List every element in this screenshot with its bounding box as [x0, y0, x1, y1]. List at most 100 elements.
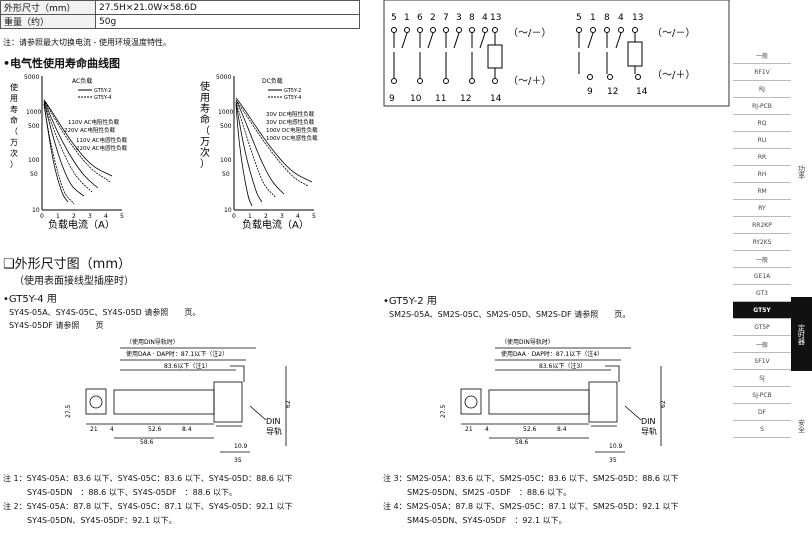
ytick: 500: [28, 123, 40, 130]
source-label: DC负载: [262, 77, 283, 85]
body-view: [113, 389, 215, 415]
side-width: 35: [609, 457, 617, 464]
sidebar-item[interactable]: 一般: [733, 47, 791, 64]
sidebar-item[interactable]: SJ: [733, 370, 791, 387]
sidebar-item[interactable]: RY: [733, 200, 791, 217]
sidebar-item[interactable]: RM: [733, 183, 791, 200]
svg-text:4: 4: [618, 13, 624, 23]
notes-right: 注 3：SM2S-05A：83.6 以下、SM2S-05C：83.6 以下、SM…: [383, 472, 679, 528]
svg-text:12: 12: [460, 94, 471, 104]
svg-text:3: 3: [456, 13, 462, 23]
ytick: 50: [222, 171, 230, 178]
life-heading: •电气性使用寿命曲线图: [3, 57, 121, 70]
ytick: 500: [220, 123, 232, 130]
dims-left-line2: SY4S-05DF 请参照 页: [9, 321, 104, 330]
svg-text:10: 10: [410, 94, 422, 104]
front-view: [85, 388, 107, 415]
wiring-right: 5 1 8 4 13 9 12 14: [576, 13, 648, 97]
side-width: 35: [234, 457, 242, 464]
svg-text:14: 14: [636, 87, 648, 97]
sidebar-item[interactable]: RR2KP: [733, 217, 791, 234]
spec-value: 27.5H×21.0W×58.6D: [95, 0, 360, 15]
sidebar-item[interactable]: RJ: [733, 81, 791, 98]
xtick: 1: [56, 213, 60, 220]
width-dim: 8.4: [557, 426, 567, 433]
total-dim: 58.6: [140, 439, 154, 446]
sidebar-item[interactable]: RF1V: [733, 64, 791, 81]
curve: [43, 99, 111, 183]
din-label: DIN: [266, 417, 281, 426]
dims-left-title: •GT5Y-4 用: [3, 294, 57, 305]
ytick: 1000: [218, 109, 233, 116]
legend-item: GT5Y-2: [94, 88, 111, 94]
side-label-power: 功率: [797, 165, 806, 179]
sidebar-item[interactable]: DF: [733, 404, 791, 421]
curve: [43, 99, 99, 189]
curve: [235, 101, 277, 199]
side-label-safety: 安全: [797, 419, 806, 433]
socket-outline: [216, 365, 245, 427]
sidebar-item[interactable]: GT3: [733, 285, 791, 302]
polarity-dc: （～/＋）: [652, 69, 695, 81]
spec-value: 50g: [95, 14, 360, 29]
note-line: 注 4：SM2S-05A：87.8 以下、SM2S-05C：87.1 以下、SM…: [383, 502, 679, 511]
sidebar-item[interactable]: RR: [733, 149, 791, 166]
xtick: 4: [104, 213, 108, 220]
ytick: 100: [220, 157, 232, 164]
curve: [235, 97, 313, 183]
sidebar-item[interactable]: GT5Y: [733, 302, 791, 319]
svg-text:5: 5: [391, 13, 397, 23]
legend-item: GT5Y-4: [94, 95, 111, 101]
curve: [43, 101, 93, 193]
sidebar-item[interactable]: 一般: [733, 336, 791, 353]
xtick: 4: [296, 213, 300, 220]
sidebar-item[interactable]: RJ-PCB: [733, 98, 791, 115]
ytick: 1000: [26, 109, 41, 116]
note-line: 注 1：SY4S-05A：83.6 以下、SY4S-05C：83.6 以下、SY…: [3, 474, 293, 483]
sidebar-item[interactable]: 一般: [733, 251, 791, 268]
ytick: 50: [30, 171, 38, 178]
ylabel-part: 使: [10, 82, 18, 92]
length-max: 使用DAA · DAP时：87.1以下（注2）: [126, 350, 228, 358]
width-dim: 21: [465, 426, 473, 433]
svg-text:8: 8: [604, 13, 610, 23]
x-axis-label: 负载电流（A）: [242, 218, 309, 230]
polarity-ac: （～/－）: [508, 27, 551, 39]
sidebar-item[interactable]: RY2KS: [733, 234, 791, 251]
curve: [235, 99, 285, 195]
dims-right-drawing: （使用DIN导轨时） 使用DAA · DAP时：87.1以下（注4） 83.6以…: [440, 338, 667, 464]
length-std: 83.6以下（注3）: [539, 362, 586, 370]
leader-line: [249, 405, 267, 421]
sidebar-item[interactable]: SF1V: [733, 353, 791, 370]
sidebar-item[interactable]: SJ-PCB: [733, 387, 791, 404]
width-dim: 4: [110, 426, 114, 433]
ytick: 10: [32, 207, 40, 214]
x-axis-label: 负载电流（A）: [48, 218, 115, 230]
sidebar-item[interactable]: GE1A: [733, 268, 791, 285]
svg-text:12: 12: [607, 87, 618, 97]
dims-heading: ❑外形尺寸图（mm）: [3, 257, 131, 272]
series-label: 220V AC电感性负载: [76, 144, 128, 152]
xtick: 3: [88, 213, 92, 220]
sidebar-item[interactable]: RH: [733, 166, 791, 183]
note-line: SM4S-05DN、SY4S-05DF ：92.1 以下。: [383, 516, 567, 525]
legend-item: GT5Y-4: [284, 95, 301, 101]
svg-text:13: 13: [632, 13, 643, 23]
svg-text:2: 2: [430, 13, 436, 23]
sidebar-item[interactable]: GT5P: [733, 319, 791, 336]
series-label: 30V DC电感性负载: [266, 118, 315, 126]
svg-text:11: 11: [435, 94, 446, 104]
side-width2: 10.9: [234, 443, 248, 450]
curve: [235, 99, 309, 187]
side-height: 62: [285, 400, 292, 408]
spec-label: 重量（约）: [0, 14, 96, 29]
dims-right-title: •GT5Y-2 用: [383, 296, 437, 307]
polarity-dc: （～/＋）: [508, 75, 551, 87]
dims-right-line1: SM2S-05A、SM2S-05C、SM2S-05D、SM2S-DF 请参照 页…: [389, 310, 631, 319]
sidebar-item[interactable]: RQ: [733, 115, 791, 132]
xtick: 5: [120, 213, 124, 220]
sidebar-item[interactable]: S: [733, 421, 791, 438]
sidebar-item[interactable]: RU: [733, 132, 791, 149]
note-line: SY4S-05DN ：88.6 以下、SY4S-05DF ：88.6 以下。: [3, 488, 238, 497]
